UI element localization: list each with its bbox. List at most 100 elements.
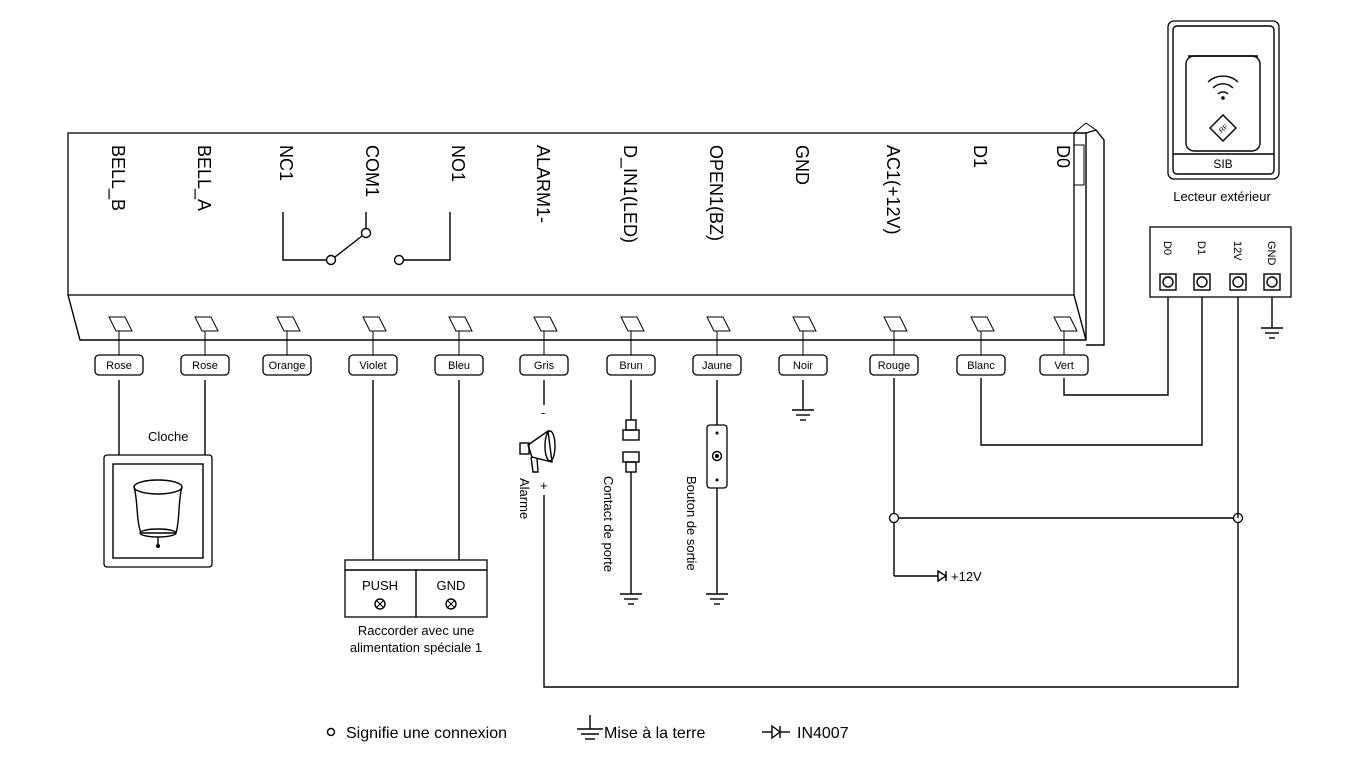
ground-icon [706, 593, 728, 605]
terminal-label: NC1 [276, 145, 296, 181]
screw-terminal-icon [108, 316, 133, 332]
screw-terminal-icon [374, 598, 386, 610]
connection-dot-icon [326, 727, 336, 737]
wire-color-label: Rouge [878, 360, 910, 372]
wire-color-label: Jaune [702, 360, 732, 372]
terminal-bell-b: BELL_B Rose [94, 145, 144, 376]
terminal-label: NO1 [448, 145, 468, 182]
reader-pin-label: 12V [1231, 241, 1243, 261]
legend-diode: IN4007 [797, 725, 849, 742]
pin-socket-icon [1159, 273, 1177, 291]
door-contact: Contact de porte [601, 380, 642, 605]
screw-terminal-icon [620, 316, 645, 332]
reader-pin-label: D0 [1161, 241, 1173, 255]
reader-connector: D0 D1 12V GND [1149, 226, 1292, 298]
wire-color-label: Gris [534, 360, 555, 372]
wire-color-tag [94, 354, 144, 376]
screw-terminal-icon [362, 316, 387, 332]
reader-caption: Lecteur extérieur [1173, 189, 1271, 204]
exit-button: Bouton de sortie [684, 380, 728, 605]
wire-color-label: Brun [619, 360, 642, 372]
terminal-label: BELL_A [193, 145, 214, 211]
reader-pin-d1: D1 [1193, 241, 1211, 291]
reader-pin-label: D1 [1195, 241, 1207, 255]
terminal-open1-bz-: OPEN1(BZ) Jaune [692, 145, 742, 376]
push-button-icon [706, 424, 728, 489]
reader-pin-label: GND [1265, 241, 1277, 266]
bell-label: Cloche [148, 429, 188, 444]
terminal-label: ALARM1- [533, 145, 553, 223]
terminal-ac1-12v-: AC1(+12V)Rouge [869, 145, 919, 376]
pin-socket-icon [1193, 273, 1211, 291]
terminal-d-in1-led-: D_IN1(LED) Brun [606, 145, 656, 376]
wire-color-tag [348, 354, 398, 376]
diode-icon [762, 724, 790, 740]
reader-pin-d0: D0 [1159, 241, 1177, 291]
supply-note-line1: Raccorder avec une [358, 623, 474, 638]
connection-dot-icon [888, 512, 900, 524]
door-contact-label: Contact de porte [601, 476, 616, 572]
terminal-label: BELL_B [107, 145, 128, 211]
gnd-label: GND [437, 578, 466, 593]
alarm-minus: - [541, 405, 545, 420]
horn-icon [519, 429, 556, 473]
screw-terminal-icon [533, 316, 558, 332]
exit-button-label: Bouton de sortie [684, 476, 699, 571]
screw-terminal-icon [706, 316, 731, 332]
terminal-block [67, 122, 1105, 346]
wire-color-label: Violet [359, 360, 386, 372]
power-wiring: +12V [888, 292, 1283, 584]
wire-color-label: Vert [1054, 360, 1074, 372]
wire-color-tag [778, 354, 828, 376]
wire-color-label: Noir [793, 360, 814, 372]
alarm-plus: + [540, 478, 548, 493]
wire-color-tag [606, 354, 656, 376]
wire-color-tag [519, 354, 569, 376]
ground-icon [1261, 327, 1283, 339]
wire-color-tag [1039, 354, 1089, 376]
screw-terminal-icon [448, 316, 473, 332]
wire-color-tag [180, 354, 230, 376]
screw-terminal-icon [970, 316, 995, 332]
terminal-alarm1-: ALARM1- Gris [519, 145, 569, 376]
wire-color-tag [262, 354, 312, 376]
reader-pin-12v: 12V [1229, 241, 1247, 291]
wireless-icon [1207, 75, 1239, 100]
ground-icon [577, 715, 603, 740]
screw-terminal-icon [276, 316, 301, 332]
legend-earth: Mise à la terre [604, 725, 705, 742]
wire-color-tag [956, 354, 1006, 376]
wire-color-label: Orange [269, 360, 306, 372]
pin-socket-icon [1229, 273, 1247, 291]
terminal-label: D0 [1053, 145, 1073, 168]
ground-icon [620, 593, 642, 605]
rf-label: RF [1218, 123, 1230, 134]
legend: Signifie une connexion Mise à la terre I… [326, 715, 849, 742]
supply-out-label: +12V [951, 569, 982, 584]
reader-brand: SIB [1213, 157, 1232, 171]
screw-terminal-icon [1053, 316, 1078, 332]
wire-color-label: Bleu [448, 360, 470, 372]
screw-terminal-icon [445, 598, 457, 610]
wire-color-label: Blanc [967, 360, 995, 372]
screw-terminal-icon [792, 316, 817, 332]
push-label: PUSH [362, 578, 398, 593]
rf-card-icon: RF [1209, 114, 1237, 142]
wire-color-tag [692, 354, 742, 376]
controller-ground [792, 380, 814, 421]
wire-color-label: Rose [106, 360, 132, 372]
reader-pin-gnd: GND [1263, 241, 1281, 291]
wire-color-tag [434, 354, 484, 376]
terminal-label: COM1 [362, 145, 382, 197]
bell: Cloche [103, 380, 213, 568]
special-power-supply: PUSH GND Raccorder avec une alimentation… [344, 380, 488, 655]
terminal-label: D_IN1(LED) [619, 145, 640, 243]
alarm: - + Alarme [517, 380, 1239, 688]
terminal-label: OPEN1(BZ) [706, 145, 726, 241]
